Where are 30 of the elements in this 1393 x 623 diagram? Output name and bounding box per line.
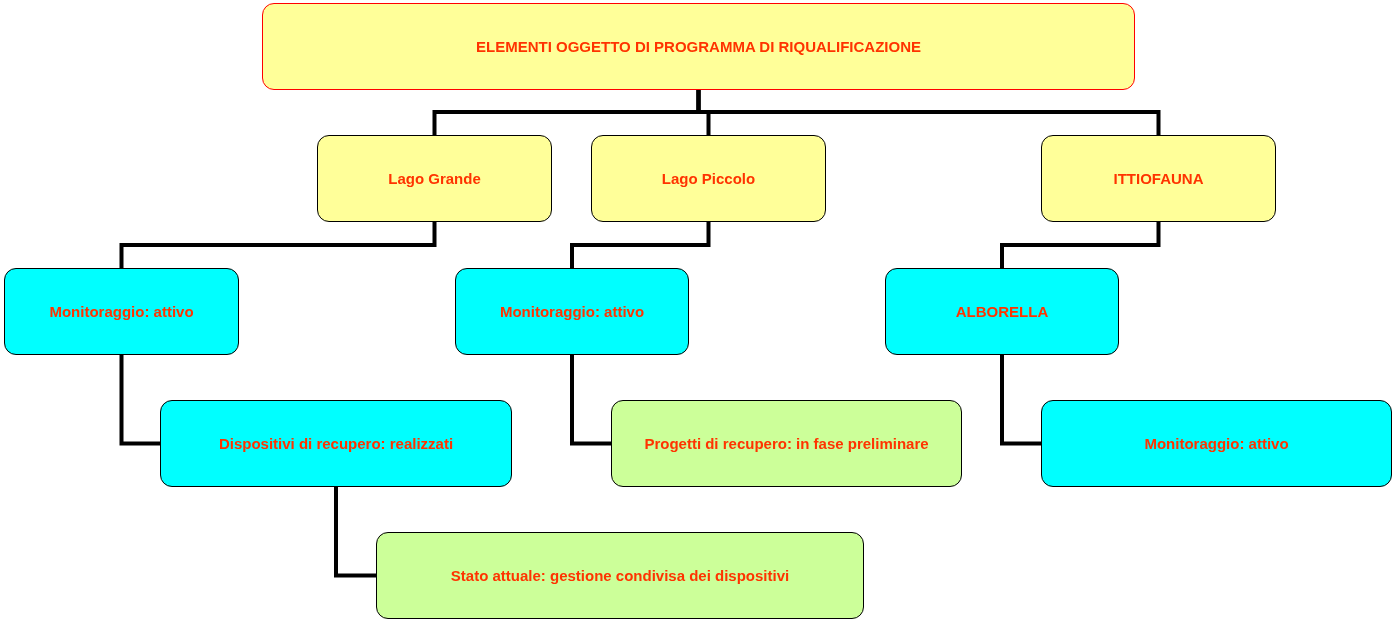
connector-line <box>570 222 711 268</box>
topic-box <box>1041 400 1392 487</box>
connector-line <box>119 222 437 268</box>
connector-line <box>334 487 376 578</box>
node-label: Progetti di recupero: in fase preliminare <box>644 435 929 452</box>
connector-line <box>1000 222 1161 268</box>
node-label: Lago Piccolo <box>661 170 756 187</box>
topic-box <box>591 135 826 222</box>
node-label: ELEMENTI OGGETTO DI PROGRAMMA DI RIQUALIFICAZIONE <box>476 38 921 55</box>
connector-line <box>1000 355 1041 446</box>
node-label: Monitoraggio: attivo <box>1144 435 1289 452</box>
topic-box <box>1041 135 1276 222</box>
topic-box <box>455 268 689 355</box>
node-label: Monitoraggio: attivo <box>49 303 194 320</box>
node-label: Monitoraggio: attivo <box>499 303 645 320</box>
title-box <box>262 3 1135 90</box>
topic-box <box>885 268 1119 355</box>
node-label: Dispositivi di recupero: realizzati <box>218 435 454 452</box>
node-label: ITTIOFAUNA <box>1113 170 1204 187</box>
topic-box <box>160 400 512 487</box>
connector-line <box>119 355 160 446</box>
node-label: ALBORELLA <box>955 303 1049 320</box>
connector-line <box>696 90 1161 135</box>
topic-box <box>4 268 239 355</box>
connector-line <box>570 355 611 446</box>
topic-box <box>376 532 864 619</box>
topic-box <box>317 135 552 222</box>
node-label: Lago Grande <box>388 170 481 187</box>
topic-box <box>611 400 962 487</box>
node-label: Stato attuale: gestione condivisa dei dispositivi <box>450 567 790 584</box>
